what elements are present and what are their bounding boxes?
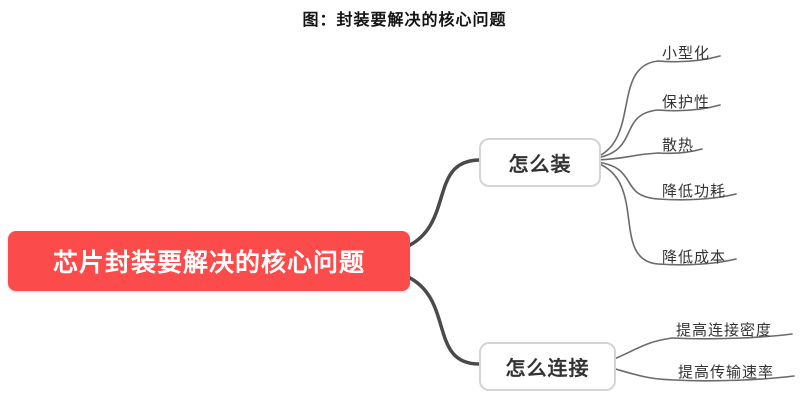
edge-connect-to-speed [611,367,795,382]
edge-root-to-pack [404,158,481,249]
leaf-transmission-speed: 提高传输速率 [678,364,775,381]
branch-node-how-to-pack: 怎么装 [479,138,601,187]
leaf-protection: 保护性 [662,94,711,111]
branch-node-how-to-connect: 怎么连接 [479,342,616,391]
edge-pack-to-lower-power [596,161,737,201]
leaf-lower-cost: 降低成本 [662,249,727,266]
leaf-lower-power: 降低功耗 [662,183,727,200]
leaf-heat-dissipation: 散热 [662,137,695,154]
leaf-connection-density: 提高连接密度 [676,322,773,339]
edge-pack-to-lower-cost [596,162,737,266]
leaf-miniaturization: 小型化 [662,45,711,62]
figure-title: 图：封装要解决的核心问题 [302,10,507,29]
root-node: 芯片封装要解决的核心问题 [8,231,410,291]
edge-pack-to-protection [596,104,721,159]
edge-pack-to-heat-dissipation [596,148,703,161]
edge-root-to-connect [404,274,481,366]
edge-pack-to-miniaturization [596,55,721,158]
edge-connect-to-density [611,333,793,361]
